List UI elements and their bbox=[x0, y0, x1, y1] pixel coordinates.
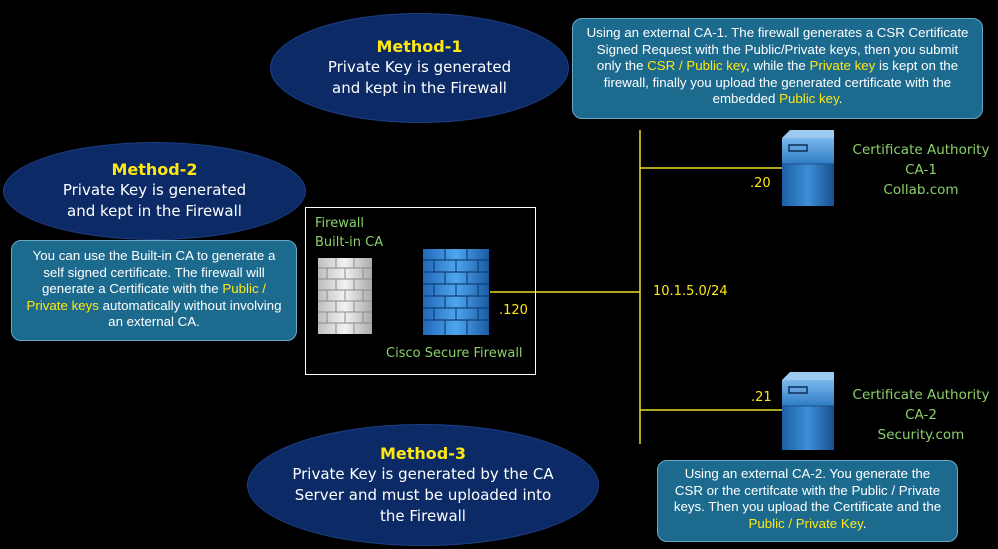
firewall-frame bbox=[305, 207, 536, 375]
builtin-ca-label-line1: Firewall bbox=[315, 216, 365, 231]
method-1-desc-line2: and kept in the Firewall bbox=[332, 79, 507, 97]
method-1-title: Method-1 bbox=[376, 37, 463, 56]
box1-text-2: , while the bbox=[745, 58, 810, 73]
box1-text-1: Using an external CA-1. The firewall gen… bbox=[586, 25, 969, 73]
ca1-description-box: Using an external CA-1. The firewall gen… bbox=[572, 18, 983, 119]
box1-highlight-private-key: Private key bbox=[809, 58, 876, 73]
ca1-label-line2: CA-1 bbox=[905, 162, 937, 178]
box1-highlight-csr: CSR / Public key bbox=[647, 58, 746, 73]
ca1-label: Certificate Authority CA-1 Collab.com bbox=[846, 140, 996, 200]
box2-text-2: automatically without involving an exter… bbox=[98, 297, 282, 330]
ca2-label-line3: Security.com bbox=[877, 427, 965, 443]
method-3-desc-line3: the Firewall bbox=[380, 506, 466, 525]
method-1-oval: Method-1 Private Key is generated and ke… bbox=[270, 13, 569, 123]
box2-highlight-keys: Public / Private keys bbox=[26, 281, 266, 313]
method-1-desc-line1: Private Key is generated bbox=[327, 58, 512, 76]
ca2-label: Certificate Authority CA-2 Security.com bbox=[846, 385, 996, 445]
method-3-desc-line1: Private Key is generated by the CA bbox=[292, 464, 554, 483]
method-3-title: Method-3 bbox=[379, 443, 467, 463]
method-2-oval: Method-2 Private Key is generated and ke… bbox=[3, 142, 306, 240]
method-2-desc-line2: and kept in the Firewall bbox=[67, 202, 242, 220]
ca1-ip: .20 bbox=[750, 176, 771, 191]
firewall-ip: .120 bbox=[499, 303, 528, 318]
box1-text-3: is kept on the firewall, finally you upl… bbox=[603, 58, 959, 106]
box2-text-1: You can use the Built-in CA to generate … bbox=[32, 248, 276, 296]
firewall-device-label: Cisco Secure Firewall bbox=[386, 346, 523, 361]
subnet-label: 10.1.5.0/24 bbox=[653, 284, 728, 299]
box1-text-4: . bbox=[838, 91, 843, 106]
ca1-label-line1: Certificate Authority bbox=[852, 142, 990, 158]
builtin-ca-label-line2: Built-in CA bbox=[315, 235, 384, 250]
method-2-title: Method-2 bbox=[111, 160, 198, 179]
method-3-oval: Method-3 Private Key is generated by the… bbox=[247, 424, 599, 546]
ca1-label-line3: Collab.com bbox=[883, 182, 959, 198]
method-2-desc-line1: Private Key is generated bbox=[62, 181, 247, 199]
ca2-description-box: Using an external CA-2. You generate the… bbox=[657, 460, 958, 542]
box1-highlight-public-key: Public key bbox=[779, 91, 839, 106]
ca2-ip: .21 bbox=[751, 390, 772, 405]
builtin-ca-description-box: You can use the Built-in CA to generate … bbox=[11, 240, 297, 341]
ca2-label-line1: Certificate Authority bbox=[852, 387, 990, 403]
box3-text-2: . bbox=[862, 515, 867, 531]
ca2-label-line2: CA-2 bbox=[905, 407, 937, 423]
builtin-ca-label: Firewall Built-in CA bbox=[315, 214, 383, 252]
method-3-desc-line2: Server and must be uploaded into bbox=[294, 485, 552, 504]
box3-highlight-keys: Public / Private Key bbox=[748, 515, 863, 531]
box3-text-1: Using an external CA-2. You generate the… bbox=[673, 466, 942, 514]
